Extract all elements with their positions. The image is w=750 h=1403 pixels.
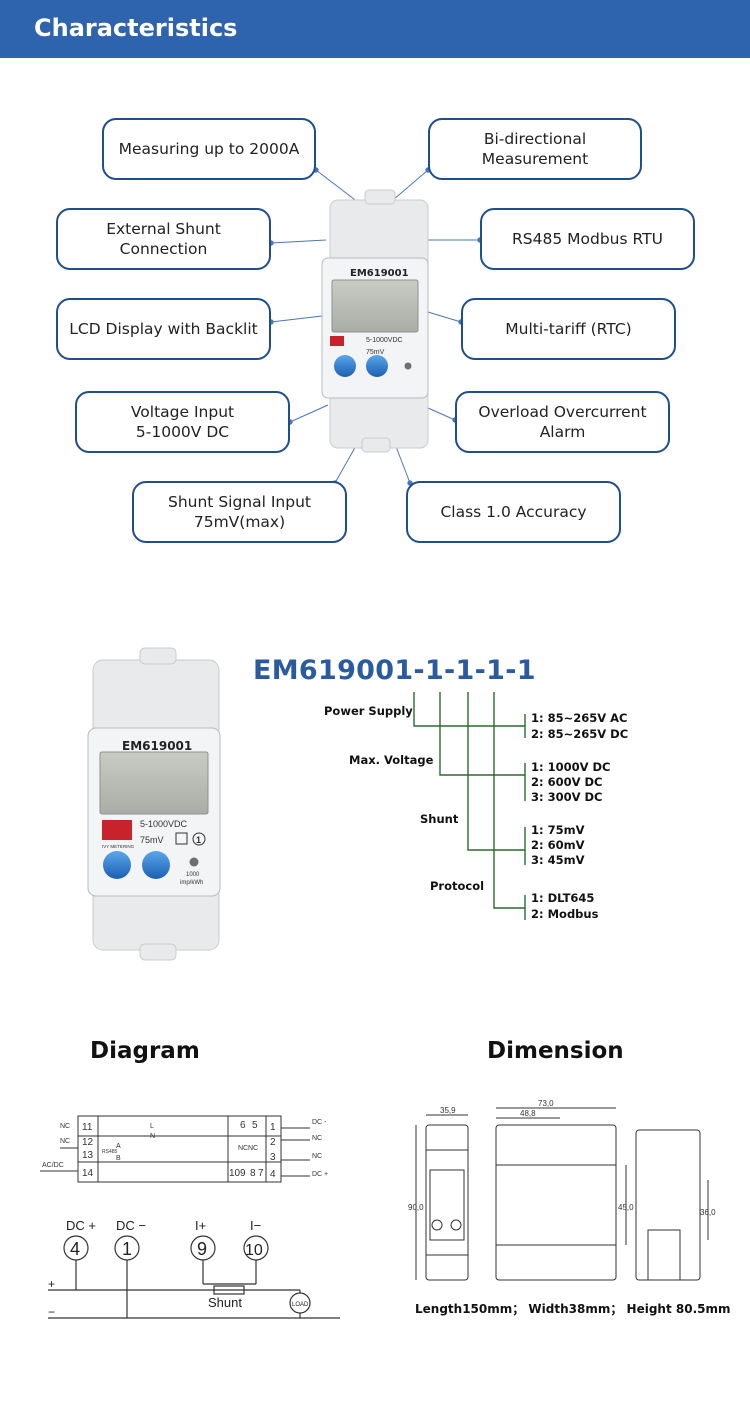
wiring-shunt-label: Shunt [208,1295,242,1310]
wiring-terminal-4: 4 [70,1239,80,1259]
term-7: 7 [258,1168,264,1179]
callout-overload: Overload Overcurrent Alarm [455,391,670,453]
label-nc-4: NC [248,1145,258,1152]
terminal-block-diagram [40,1115,310,1183]
term-14: 14 [82,1168,94,1179]
wiring-load-label: LOAD [292,1302,309,1308]
dim-width-front: 35,9 [440,1106,456,1115]
term-2: 2 [270,1137,276,1148]
option-power-1: 1: 85~265V AC [531,711,628,725]
term-13: 13 [82,1150,94,1161]
callout-voltage-input: Voltage Input 5-1000V DC [75,391,290,453]
dimension-caption: Length150mm； Width38mm； Height 80.5mm [415,1302,731,1316]
wiring-dcminus-label: DC − [116,1218,146,1233]
meter-mid-brand: IVY METERING [102,844,135,849]
meter-mid-imp1: 1000 [186,872,200,878]
callout-bidirectional: Bi-directional Measurement [428,118,642,180]
dim-height-rail: 36,0 [700,1208,716,1217]
wiring-minus-sign: − [48,1305,55,1319]
term-11: 11 [82,1122,93,1133]
callout-accuracy: Class 1.0 Accuracy [406,481,621,543]
option-voltage-1: 1: 1000V DC [531,760,611,774]
wiring-schematic [48,1235,340,1319]
option-voltage-2: 2: 600V DC [531,775,603,789]
label-protocol: Protocol [430,879,485,893]
label-dc-plus-right: DC + [312,1171,328,1178]
option-protocol-1: 1: DLT645 [531,891,595,905]
meter-top-voltage: 5-1000VDC [366,337,403,344]
meter-top-shunt: 75mV [366,349,385,356]
meter-image-middle [87,647,221,961]
dimension-title: Dimension [487,1038,624,1064]
option-shunt-2: 2: 60mV [531,838,585,852]
term-6: 6 [240,1120,246,1131]
term-9: 9 [240,1168,246,1179]
meter-top-model: EM619001 [350,268,409,279]
term-1: 1 [270,1122,276,1133]
option-voltage-3: 3: 300V DC [531,790,603,804]
section-header-bar [0,0,750,58]
dim-width-total: 73,0 [538,1099,554,1108]
option-shunt-1: 1: 75mV [531,823,585,837]
label-nc-right-1: NC [312,1135,322,1142]
label-power-supply: Power Supply [324,704,413,718]
diagram-title: Diagram [90,1038,200,1064]
label-max-voltage: Max. Voltage [349,753,434,767]
term-12: 12 [82,1137,94,1148]
meter-mid-model: EM619001 [122,739,192,753]
dim-width-side: 48,8 [520,1109,536,1118]
model-code-title: EM619001-1-1-1-1 [253,655,536,686]
wiring-terminal-10: 10 [245,1242,263,1259]
section-title-characteristics: Characteristics [34,14,238,42]
wiring-dcplus-label: DC + [66,1218,96,1233]
dim-height-front: 45,0 [618,1203,634,1212]
label-b: B [116,1155,121,1162]
label-l: L [150,1123,154,1130]
option-shunt-3: 3: 45mV [531,853,585,867]
term-5: 5 [252,1120,258,1131]
option-protocol-2: 2: Modbus [531,907,599,921]
callout-multi-tariff: Multi-tariff (RTC) [461,298,676,360]
wiring-iplus-label: I+ [195,1218,206,1233]
label-nc-2: NC [60,1138,70,1145]
meter-image-top [321,189,429,453]
dim-height-total: 90,0 [408,1203,424,1212]
callout-rs485: RS485 Modbus RTU [480,208,695,270]
meter-mid-imp2: imp/kWh [180,880,203,886]
meter-mid-shunt: 75mV [140,835,164,845]
label-rs485: RS485 [102,1149,118,1155]
wiring-terminal-1: 1 [122,1239,132,1259]
callout-measuring: Measuring up to 2000A [102,118,316,180]
label-nc-1: NC [60,1123,70,1130]
label-n: N [150,1133,155,1140]
meter-mid-voltage: 5-1000VDC [140,819,188,829]
label-acdc: AC/DC [42,1162,64,1169]
dimension-drawings [415,1107,709,1281]
term-10: 10 [229,1168,241,1179]
wiring-plus-sign: + [48,1277,55,1291]
label-a: A [116,1143,121,1150]
term-8: 8 [250,1168,256,1179]
callout-lcd: LCD Display with Backlit [56,298,271,360]
label-shunt: Shunt [420,812,459,826]
callout-external-shunt: External Shunt Connection [56,208,271,270]
meter-mid-class: 1 [196,835,201,845]
wiring-iminus-label: I− [250,1218,261,1233]
term-4: 4 [270,1169,276,1180]
label-nc-right-2: NC [312,1153,322,1160]
option-power-2: 2: 85~265V DC [531,727,629,741]
term-3: 3 [270,1152,276,1163]
model-code-tree [413,692,526,920]
wiring-terminal-9: 9 [197,1239,207,1259]
label-nc-3: NC [238,1145,248,1152]
callout-shunt-signal: Shunt Signal Input 75mV(max) [132,481,347,543]
label-dc-minus-right: DC - [312,1119,327,1126]
